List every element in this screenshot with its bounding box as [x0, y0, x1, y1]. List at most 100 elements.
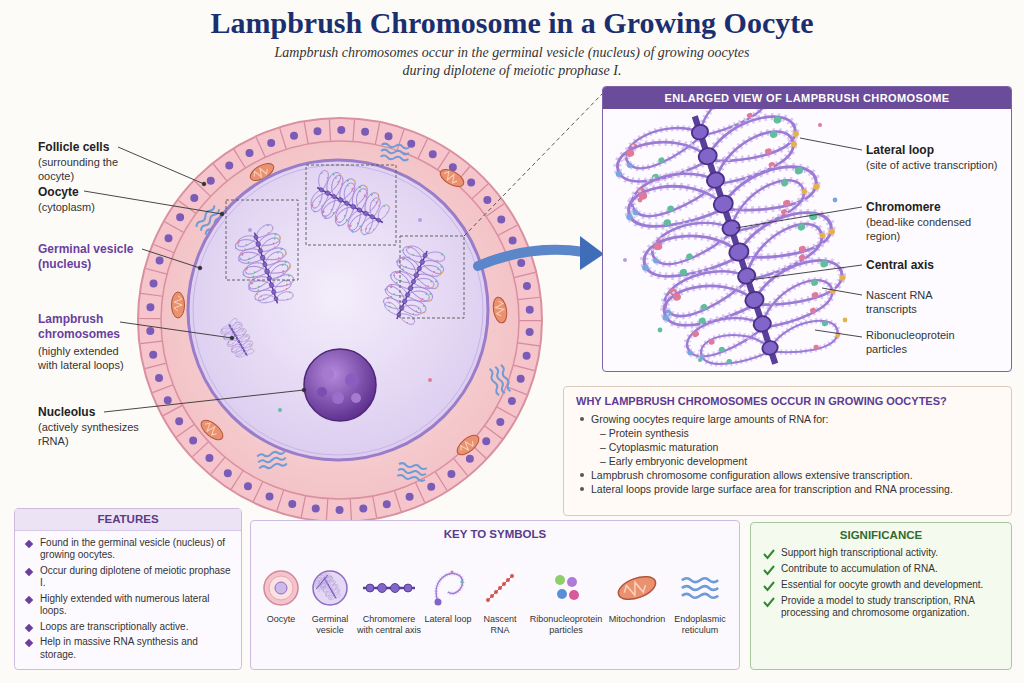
bullet-dot — [580, 487, 584, 491]
callout-label: Chromomere — [866, 200, 1006, 215]
bullet-item: Contribute to accumulation of RNA. — [761, 563, 1001, 576]
leader-dot — [302, 388, 306, 392]
leader-line — [142, 249, 200, 268]
callout-label: Germinal vesicle — [38, 242, 153, 257]
lampbrush-chromosome — [229, 220, 302, 312]
rnp-particle — [623, 258, 627, 262]
leader-line — [750, 265, 862, 280]
leader-line — [800, 138, 862, 150]
mitochondrion — [437, 166, 466, 190]
leader-dot — [230, 336, 234, 340]
mitochondrion — [172, 292, 185, 318]
cell-boundaries — [150, 130, 530, 510]
legend-entry: Ribonucleoprotein particles — [526, 614, 606, 636]
cytoplasm — [161, 141, 519, 499]
diamond-bullet — [25, 567, 33, 575]
item-text: – Cytoplasmic maturation — [600, 440, 718, 454]
arrow-head — [580, 236, 604, 270]
zoom-box — [400, 236, 464, 318]
lampbrush-chromosome — [604, 109, 873, 370]
check-mark — [764, 582, 774, 590]
item-text: Provide a model to study transcription, … — [781, 595, 1001, 620]
nucleolus-granule — [345, 373, 359, 387]
box-heading: ENLARGED VIEW OF LAMPBRUSH CHROMOSOME — [603, 87, 1011, 109]
diamond-bullet — [25, 539, 33, 547]
callout-label: Lampbrush chromosomes — [38, 312, 148, 342]
mitochondrion — [491, 296, 508, 324]
legend-text: Endoplasmic reticulum — [674, 614, 726, 635]
callout-label: Nascent RNA transcripts — [866, 288, 966, 316]
bullet-item: Highly extended with numerous lateral lo… — [23, 593, 233, 618]
lampbrush-chromosome — [374, 237, 453, 331]
leader-line — [104, 390, 304, 412]
box-heading: FEATURES — [15, 509, 241, 531]
rnp-particle — [843, 318, 848, 323]
item-text: Help in massive RNA synthesis and storag… — [40, 636, 233, 661]
item-text: Found in the germinal vesicle (nucleus) … — [40, 537, 233, 562]
diamond-bullet — [25, 639, 33, 647]
significance-box: SIGNIFICANCESupport high transcriptional… — [750, 522, 1012, 670]
follicle-layer — [138, 118, 542, 522]
leader-line — [822, 288, 862, 295]
bullet-item: Lampbrush chromosome configuration allow… — [576, 468, 999, 482]
item-text: Highly extended with numerous lateral lo… — [40, 593, 233, 618]
rnp-particle — [638, 198, 643, 203]
mitochondrion — [198, 417, 226, 444]
leader-line — [84, 191, 222, 214]
leader-line — [815, 330, 862, 337]
bullet-item: Found in the germinal vesicle (nucleus) … — [23, 537, 233, 562]
box-heading: KEY TO SYMBOLS — [251, 528, 739, 540]
bullet-dot — [580, 473, 584, 477]
nucleolus-granule — [317, 387, 327, 397]
mitochondrion — [454, 432, 482, 459]
particle — [248, 228, 252, 232]
box-heading: WHY LAMPBRUSH CHROMOSOMES OCCUR IN GROWI… — [576, 394, 999, 408]
subtitle: Lampbrush chromosomes occur in the germi… — [262, 44, 762, 80]
legend-entry: Germinal vesicle — [304, 614, 356, 636]
rnp-particle — [658, 328, 663, 333]
item-text: Loops are transcriptionally active. — [40, 621, 188, 634]
item-text: Lampbrush chromosome configuration allow… — [591, 468, 913, 482]
zoom-arrow — [478, 250, 584, 266]
check-mark — [764, 566, 774, 574]
leader-dot — [202, 182, 206, 186]
oocyte-illustration — [138, 92, 604, 522]
bullet-item: Essential for oocyte growth and developm… — [761, 579, 1001, 592]
nucleolus — [304, 349, 376, 421]
callout-label: (site of active transcription) — [866, 158, 1011, 172]
check-mark — [763, 596, 775, 608]
endoplasmic-reticulum — [397, 463, 427, 482]
callout-label: (surrounding the oocyte) — [38, 155, 138, 183]
bullet-item: – Cytoplasmic maturation — [576, 440, 999, 454]
legend-text: Nascent RNA — [483, 614, 516, 635]
leader-lines — [84, 147, 306, 412]
zoom-box — [226, 200, 298, 280]
nucleolus-granule — [322, 368, 334, 380]
legend-entry: Endoplasmic reticulum — [668, 614, 732, 636]
particle — [428, 378, 432, 382]
leader-line — [736, 207, 862, 228]
item-text: Essential for oocyte growth and developm… — [781, 579, 983, 592]
item-text: – Early embryonic development — [600, 454, 747, 468]
endoplasmic-reticulum — [257, 450, 287, 470]
legend-text: Ribonucleoprotein particles — [530, 614, 603, 635]
item-text: Growing oocytes require large amounts of… — [591, 412, 829, 426]
diagram-title: Lampbrush Chromosome in a Growing Oocyte — [0, 6, 1024, 40]
callout-label: (actively synthesizes rRNA) — [38, 420, 148, 448]
callout-label: Ribonucleoprotein particles — [866, 328, 976, 356]
legend-text: Germinal vesicle — [312, 614, 349, 635]
bullet-item: Loops are transcriptionally active. — [23, 621, 233, 634]
legend-text: Chromomere with central axis — [357, 614, 421, 635]
diamond-bullet — [25, 623, 33, 631]
callout-label: Lateral loop — [866, 143, 1011, 158]
check-mark — [763, 580, 775, 592]
legend-text: Mitochondrion — [609, 614, 666, 624]
check-mark — [763, 564, 775, 576]
diamond-bullet — [25, 595, 33, 603]
bullet-item: – Protein synthesis — [576, 426, 999, 440]
key-box: KEY TO SYMBOLS — [250, 520, 740, 670]
lampbrush-chromosome — [301, 163, 395, 245]
germinal-vesicle — [188, 160, 488, 460]
legend-entry: Nascent RNA — [474, 614, 526, 636]
